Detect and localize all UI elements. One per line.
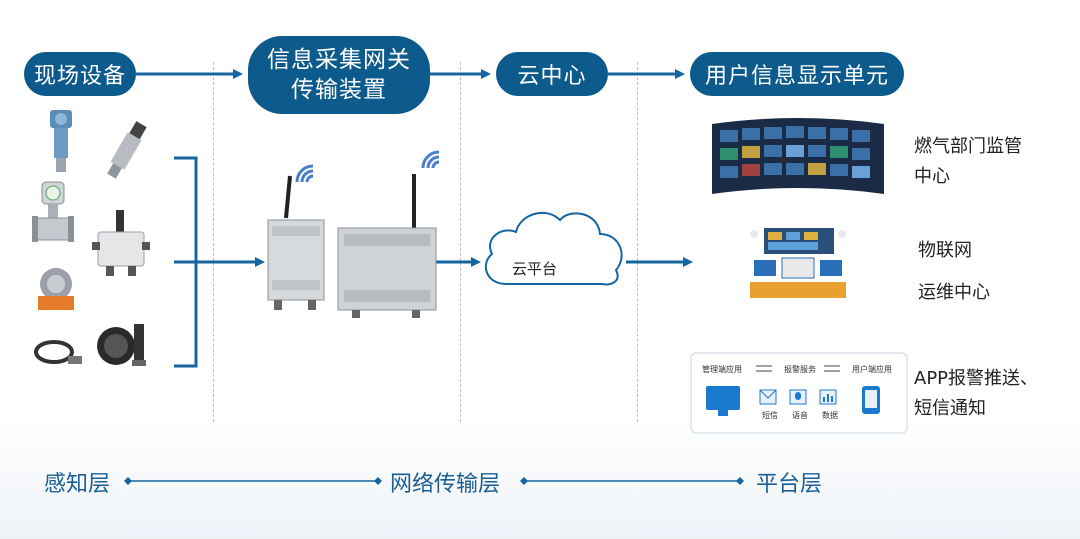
cloud-platform-label: 云平台 xyxy=(512,260,558,278)
gas-supervision-line-2: 中心 xyxy=(914,166,950,187)
flow-meter-icon xyxy=(32,181,74,242)
cable-sensor-icon xyxy=(34,340,82,364)
control-center-icon xyxy=(750,228,846,298)
layer-perception: 感知层 xyxy=(44,472,111,497)
iot-ops-line-2: 运维中心 xyxy=(918,282,990,303)
gas-detector-icon xyxy=(38,268,74,310)
stage-gateway-label-2: 传输装置 xyxy=(291,77,387,103)
iot-ops-line-1: 物联网 xyxy=(918,240,972,261)
stage-gateway-label-1: 信息采集网关 xyxy=(267,47,411,73)
data-label: 数据 xyxy=(822,410,838,420)
wifi-signal-icon xyxy=(295,164,314,183)
layer-network: 网络传输层 xyxy=(390,472,501,497)
app-alert-line-1: APP报警推送、 xyxy=(914,368,1039,389)
gateway-device-icon xyxy=(267,174,437,318)
stage-cloud-center: 云中心 xyxy=(496,52,608,96)
stage-user-display-label: 用户信息显示单元 xyxy=(704,64,889,89)
pressure-sensor-icon xyxy=(107,121,147,179)
sms-label: 短信 xyxy=(762,410,778,420)
chart-icon xyxy=(819,389,837,405)
column-divider xyxy=(213,62,214,422)
gas-supervision-line-1: 燃气部门监管 xyxy=(914,136,1022,157)
stage-user-display: 用户信息显示单元 xyxy=(690,52,904,96)
probe-sensor-icon xyxy=(97,324,146,366)
app-alert-panel: 管理端应用 报警服务 用户端应用 短信 语音 数据 xyxy=(690,352,908,434)
exchange-arrows xyxy=(756,365,840,372)
column-divider xyxy=(460,62,461,422)
pressure-transmitter-icon xyxy=(50,110,72,172)
mgmt-app-label: 管理端应用 xyxy=(702,364,742,374)
app-alert-line-2: 短信通知 xyxy=(914,398,986,419)
stage-cloud-center-label: 云中心 xyxy=(517,64,587,89)
video-wall-icon xyxy=(712,118,884,194)
voice-label: 语音 xyxy=(792,410,808,420)
microphone-icon xyxy=(789,389,807,405)
wifi-signal-icon xyxy=(421,150,440,169)
gas-supervision-label: 燃气部门监管 中心 xyxy=(914,132,1022,192)
cloud-icon xyxy=(484,211,623,286)
layer-platform: 平台层 xyxy=(756,472,823,497)
stage-field-devices-label: 现场设备 xyxy=(33,64,126,89)
stage-gateway: 信息采集网关 传输装置 xyxy=(248,36,430,114)
alarm-service-label: 报警服务 xyxy=(784,364,816,374)
junction-box-icon xyxy=(92,210,150,276)
column-divider xyxy=(637,62,638,422)
iot-ops-label: 物联网 运维中心 xyxy=(918,236,990,308)
monitor-icon xyxy=(706,386,740,416)
stage-field-devices: 现场设备 xyxy=(24,52,136,96)
phone-icon xyxy=(862,386,880,414)
mail-icon xyxy=(759,389,777,405)
user-app-label: 用户端应用 xyxy=(852,364,892,374)
app-alert-label: APP报警推送、 短信通知 xyxy=(914,364,1038,424)
